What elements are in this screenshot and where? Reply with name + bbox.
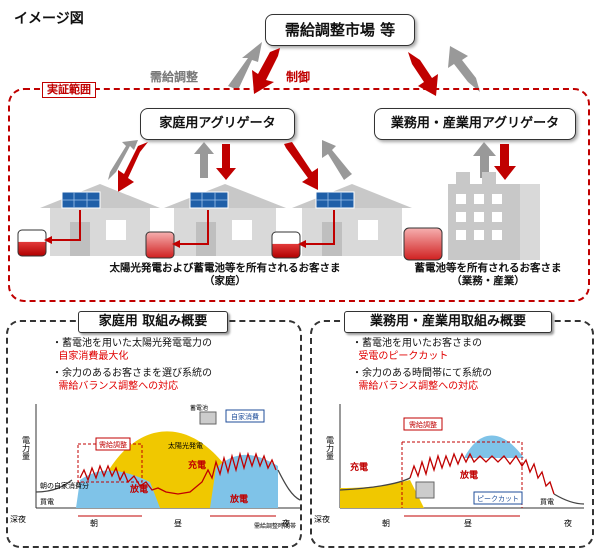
page-title: イメージ図 [14, 11, 84, 27]
battery-2 [145, 231, 175, 259]
business-chart: 電力量 需給調整 充電 放電 ピークカット 買電 深夜 朝 昼 夜 [314, 404, 585, 528]
grey-up-arrow-business-head [473, 142, 496, 156]
grey-up-arrow-house2-shaft [200, 152, 208, 178]
home-bullets: ・蓄電池を用いた太陽光発電電力の 自家消費最大化 ・余力のあるお客さまを選び系統… [52, 337, 300, 393]
red-down-arrow-business-shaft [500, 144, 509, 168]
home-battery-label: 蓄電池 [190, 404, 208, 412]
business-discharge-label: 放電 [459, 469, 478, 481]
grey-up-arrow-left [228, 42, 262, 90]
business-panel-title: 業務用・産業用取組み概要 [344, 311, 552, 333]
house-3 [292, 184, 412, 256]
home-aggregator-box: 家庭用アグリゲータ [140, 108, 295, 140]
adjustment-label: 需給調整 [150, 70, 199, 84]
red-down-arrow-right [408, 52, 438, 96]
business-bullets: ・蓄電池を用いたお客さまの 受電のピークカット ・余力のある時間帯にて系統の 需… [352, 337, 592, 393]
flow-arrow-2 [180, 210, 209, 245]
home-caption-line2: （家庭） [204, 275, 246, 287]
customers-illustration [17, 140, 540, 261]
grey-up-arrow-house2-head [194, 142, 214, 154]
business-battery-icon [415, 481, 435, 499]
home-time-2: 昼 [174, 519, 182, 528]
business-grid-label: 買電 [540, 498, 554, 506]
home-charge-label: 充電 [188, 459, 206, 471]
home-bullet-2: ・余力のあるお客さまを選び系統の 需給バランス調整への対応 [52, 368, 212, 392]
business-aggregator-box: 業務用・産業用アグリゲータ [374, 108, 576, 140]
business-peakcut-label: ピークカット [477, 495, 519, 503]
home-evening-note: 需給調整時間帯 [254, 522, 296, 530]
business-bullet-1: ・蓄電池を用いたお客さまの 受電のピークカット [352, 338, 482, 362]
business-bullet-2: ・余力のある時間帯にて系統の 需給バランス調整への対応 [352, 368, 492, 392]
home-battery-icon [199, 411, 217, 425]
grey-up-arrow-right [448, 46, 480, 92]
home-customers-caption: 太陽光発電および蓄電池等を所有されるお客さま （家庭） [70, 262, 380, 288]
demonstration-scope-label: 実証範囲 [42, 82, 96, 98]
battery-1 [17, 229, 47, 257]
battery-3 [271, 231, 301, 259]
flow-arrow-1 [52, 210, 81, 241]
battery-business [403, 227, 443, 261]
red-down-arrow-house2-shaft [222, 144, 230, 170]
red-down-arrow-house2-head [216, 168, 236, 180]
top-arrows [228, 42, 480, 96]
home-discharge-area-1 [76, 470, 160, 508]
demonstration-region [8, 88, 590, 302]
business-customers-caption: 蓄電池等を所有されるお客さま （業務・産業） [398, 262, 578, 288]
red-down-arrow-house3 [284, 142, 318, 190]
business-ylabel: 電力量 [326, 436, 335, 460]
grey-up-arrow-house1 [108, 140, 138, 180]
home-panel-title: 家庭用 取組み概要 [78, 311, 228, 333]
business-caption-line1: 蓄電池等を所有されるお客さま [414, 262, 562, 274]
grey-up-arrow-house3 [322, 140, 352, 180]
building [448, 172, 540, 260]
house-1 [40, 184, 160, 256]
home-time-1: 朝 [90, 519, 98, 528]
home-morning-label: 朝の自家消費分 [40, 481, 89, 490]
business-time-1: 朝 [382, 519, 390, 528]
home-chart: 電力量 需給調整 放電 充電 太陽光発電 放電 自家消費 蓄電池 朝の自家消費分… [10, 404, 300, 530]
control-label: 制御 [286, 70, 311, 84]
home-load-line [79, 451, 277, 495]
business-charge-area [340, 480, 424, 508]
home-bullet-1: ・蓄電池を用いた太陽光発電電力の 自家消費最大化 [52, 338, 212, 362]
business-discharge-area [464, 435, 524, 458]
business-caption-line2: （業務・産業） [451, 275, 525, 287]
business-time-0: 深夜 [314, 514, 330, 524]
home-grid-label: 買電 [40, 498, 54, 506]
house-2 [164, 184, 286, 256]
business-time-2: 昼 [464, 519, 472, 528]
home-time-0: 深夜 [10, 514, 26, 524]
home-caption-line1: 太陽光発電および蓄電池等を所有されるお客さま [109, 262, 341, 274]
red-down-arrow-house1 [118, 142, 148, 192]
business-charge-label: 充電 [350, 461, 368, 473]
home-discharge-label-1: 放電 [129, 483, 148, 495]
home-self-label: 自家消費 [231, 412, 259, 421]
red-down-arrow-control [252, 48, 280, 94]
business-load-line [409, 452, 555, 495]
grey-up-arrow-business-shaft [480, 154, 489, 178]
home-discharge-label-2: 放電 [229, 493, 248, 505]
flow-arrow-3 [306, 210, 335, 245]
red-down-arrow-business-head [494, 166, 516, 180]
market-box: 需給調整市場 等 [265, 14, 415, 46]
home-time-3: 夜 [282, 518, 290, 528]
business-time-3: 夜 [564, 518, 572, 528]
home-adjust-label: 需給調整 [99, 440, 127, 449]
home-ylabel: 電力量 [22, 436, 31, 460]
home-solar-label: 太陽光発電 [168, 441, 203, 450]
business-adjust-label: 需給調整 [409, 420, 437, 429]
